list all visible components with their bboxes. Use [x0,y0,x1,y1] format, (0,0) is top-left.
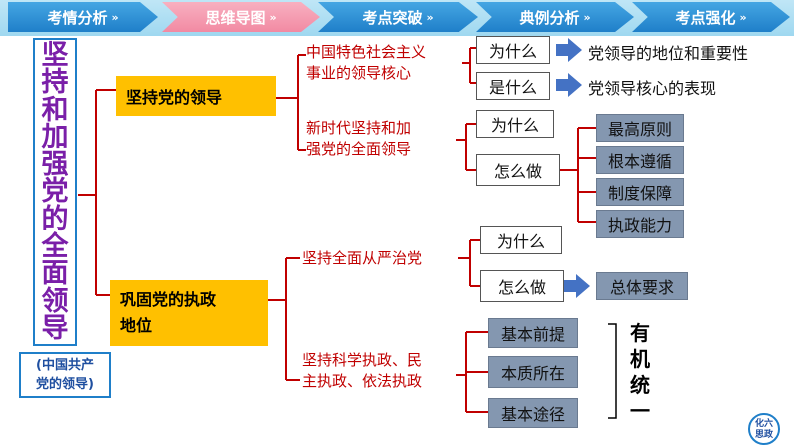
organic-unity-label: 有 机 统 一 [630,321,650,423]
arrow-icon [564,274,590,298]
double-chevron-icon: » [426,10,434,24]
double-chevron-icon: » [739,10,747,24]
how-box: 怎么做 [480,270,564,302]
item-box: 本质所在 [488,356,578,388]
item-box: 基本前提 [488,318,578,348]
branch-uphold-leadership: 坚持党的领导 [116,76,276,116]
top-nav-bar: 考情分析» 思维导图» 考点突破» 典例分析» 考点强化» [0,0,794,36]
item-box: 最高原则 [596,114,684,142]
tab-example-analysis[interactable]: 典例分析» [476,2,634,32]
why-box: 为什么 [480,226,562,254]
branch-consolidate-ruling: 巩固党的执政 地位 [110,280,268,346]
sub-leadership-core: 中国特色社会主义 事业的领导核心 [306,43,427,82]
result-text: 党领导的地位和重要性 [588,44,749,63]
arrow-icon [556,73,582,97]
root-subtitle: (中国共产 党的领导) [19,352,111,398]
tab-reinforcement[interactable]: 考点强化» [632,2,790,32]
double-chevron-icon: » [269,10,277,24]
sub-scientific-governance: 坚持科学执政、民 主执政、依法执政 [302,351,423,390]
item-box: 根本遵循 [596,146,684,174]
sub-strict-governance: 坚持全面从严治党 [302,249,423,267]
what-box: 是什么 [476,72,550,100]
tab-mind-map[interactable]: 思维导图» [162,2,320,32]
result-text: 党领导核心的表现 [588,79,717,98]
why-box: 为什么 [476,36,550,64]
item-box: 执政能力 [596,210,684,238]
how-box: 怎么做 [476,154,560,186]
why-box: 为什么 [476,110,554,138]
item-box: 基本途径 [488,398,578,428]
tab-exam-analysis[interactable]: 考情分析» [8,2,158,32]
item-box: 制度保障 [596,178,684,206]
double-chevron-icon: » [111,10,119,24]
root-title: 坚 持 和 加 强 党 的 全 面 领 导 [33,38,77,346]
tab-key-points[interactable]: 考点突破» [318,2,478,32]
double-chevron-icon: » [583,10,591,24]
arrow-icon [556,38,582,62]
item-box: 总体要求 [596,272,688,300]
sub-comprehensive-leadership: 新时代坚持和加 强党的全面领导 [306,119,412,158]
brand-logo: 化六 思政 [748,413,780,445]
